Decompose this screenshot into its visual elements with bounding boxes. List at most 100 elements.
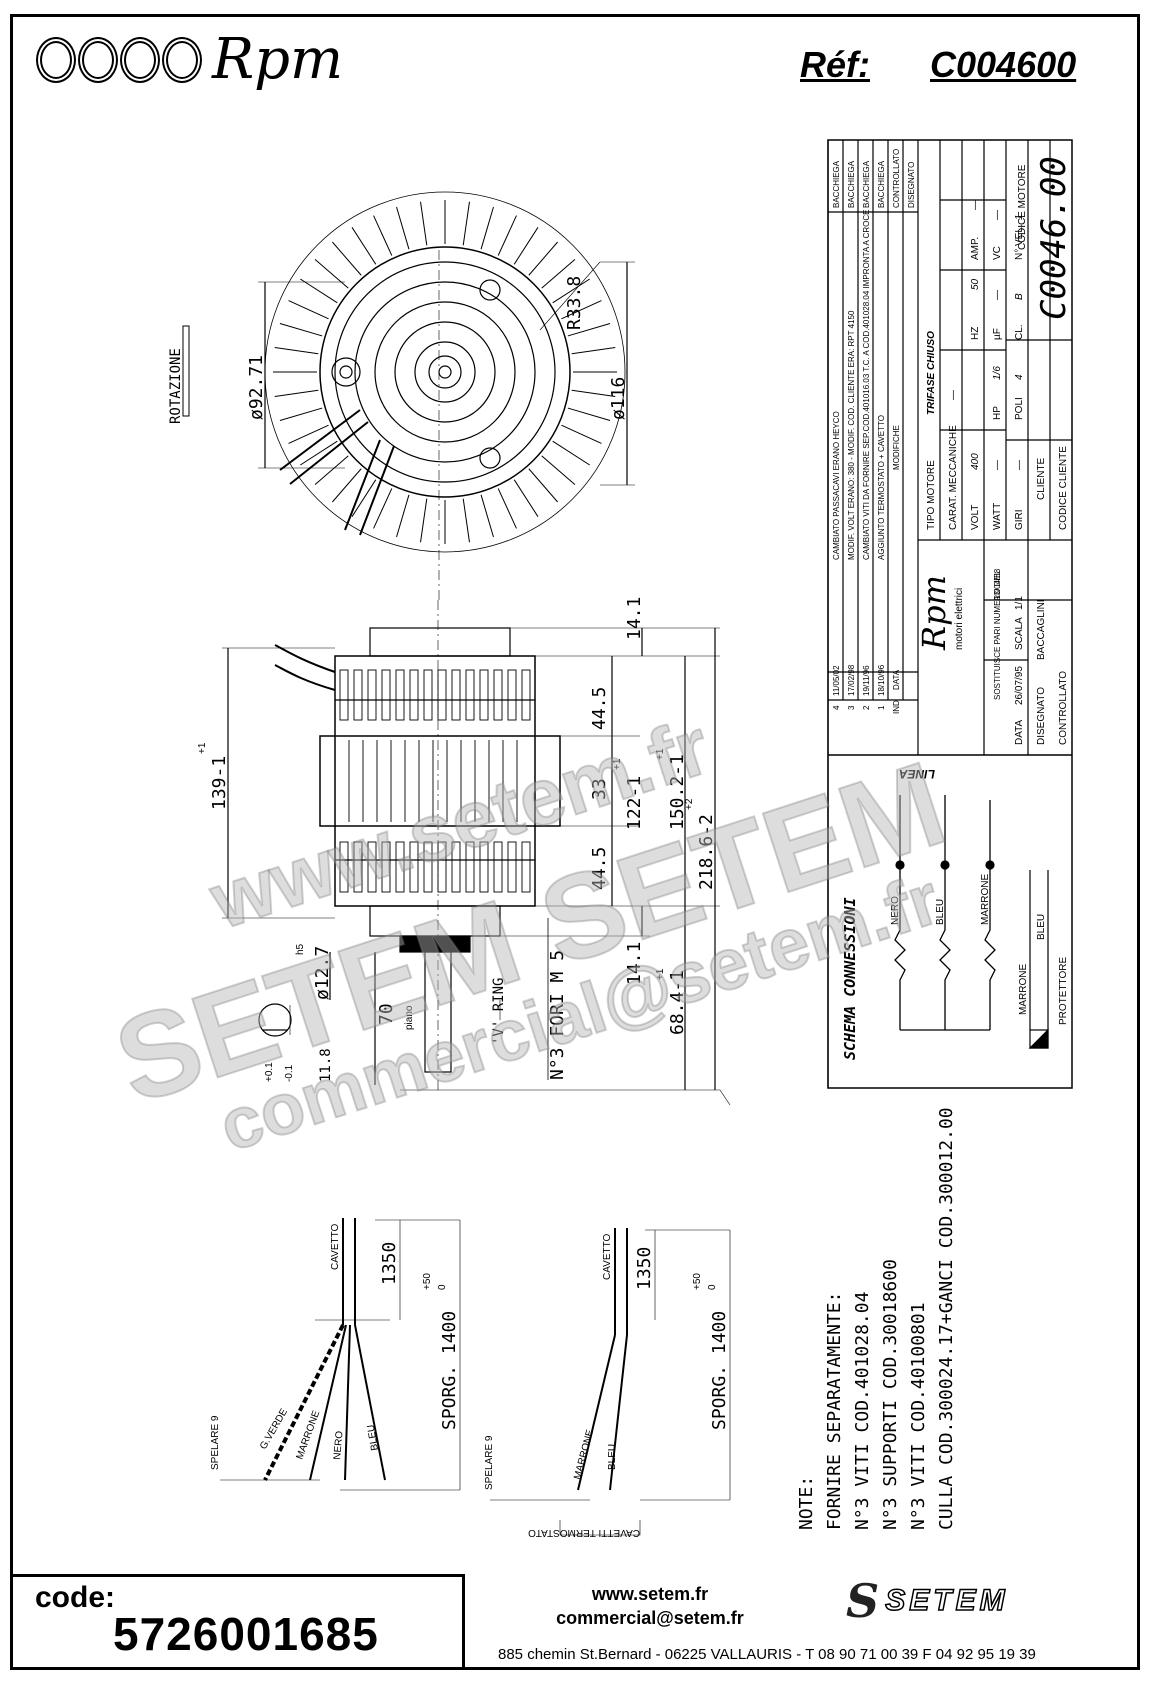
dim-218: 218.6-2 [696,814,717,890]
motor-side-view [274,600,561,1090]
dim-218-tol: +2 [684,798,695,810]
drawing-frame [10,14,1140,1670]
rev-head-disegnato: DISEGNATO [907,162,916,208]
spec-uf-value: — [992,290,1003,300]
spec-poli-value: 4 [1014,374,1025,380]
footer-website-link[interactable]: www.setem.fr [591,1584,709,1604]
cooling-fin [279,407,323,421]
side-fin [465,841,475,893]
cooling-fin [274,389,319,397]
spec-volt-label: VOLT [970,505,981,530]
side-fin [381,669,391,721]
side-fin [451,841,461,893]
dim-44-bot: 44.5 [589,847,610,890]
code-box: code: 5726001685 [13,1574,465,1667]
spec-hp-value: 1/6 [992,366,1003,380]
reference: Réf: C004600 [800,44,1076,86]
dia-outer-label: ø92.71 [246,355,267,420]
rev-4-n: 4 [832,705,841,710]
cooling-fin [351,479,377,517]
cooling-fin [552,440,590,466]
spec-poli-label: POLI [1014,397,1025,420]
spec-vc-value: — [992,210,1003,220]
schema-protettore: PROTETTORE [1058,957,1069,1025]
cooling-fin [552,278,590,304]
dim-122-tol: +1 [612,758,623,770]
cooling-fin [300,440,338,466]
wire-nero-left: NERO [332,1430,345,1460]
rev-3-date: 17/02/98 [847,664,856,696]
rev-1-n: 1 [877,705,886,710]
flat-length-label: 70 [376,1003,397,1025]
spec-uf-label: µF [992,328,1003,340]
spec-vel-label: N° VEL. [1014,224,1025,260]
scala-label: SCALA [1014,617,1025,650]
dim-14-top: 14.1 [624,597,645,640]
cooling-fin [497,488,517,529]
side-fin [507,841,517,893]
wire-bleu-left: BLEU [366,1424,381,1452]
cable-left-spelare: SPELARE 9 [210,1415,221,1470]
cooling-fin [567,323,611,337]
cooling-fin [274,347,319,355]
cooling-fin [561,424,602,444]
cable-right-spelare: SPELARE 9 [484,1435,495,1490]
rpm-logo: Rpm [36,32,343,88]
cooling-fin [314,455,349,486]
cooling-fin [300,278,338,304]
rev-2-text: CAMBIATO VITI DA FORNIRE SEP.COD.401016.… [862,209,871,560]
cooling-fin [288,424,329,444]
rev-2-by: BACCHIEGA [862,160,871,208]
cooling-fin [373,215,393,256]
notes-line-5: CULLA COD.300024.17+GANCI COD.300012.00 [936,1107,957,1530]
rev-3-n: 3 [847,705,856,710]
side-fin [423,669,433,721]
code-label: code: [35,1581,116,1614]
spec-watt-label: WATT [992,503,1003,530]
rotation-label: ROTAZIONE [168,348,184,424]
dim-33: 33 [589,778,610,800]
codice-motore-caption: CODICE MOTORE [1017,164,1028,250]
cable-left-diagram [220,1218,461,1491]
dim-14-bot: 14.1 [624,942,645,985]
spec-volt-value: 400 [970,453,981,470]
side-fin [353,669,363,721]
wire-bleu-right: BLEU [607,1444,618,1470]
spec-giri-value: — [1014,460,1025,470]
flat-tol-minus: -0.1 [284,1064,295,1082]
cable-right-sporg-tol: +50 [692,1273,703,1290]
side-fin [437,669,447,721]
cable-right-sporg-tol0: 0 [707,1284,718,1290]
rev-head-data: DATA [892,669,901,690]
notes-title: NOTE: [796,1476,817,1530]
shaft-tol-label: h5 [295,943,306,955]
dim-150-tol: +1 [655,748,666,760]
footer-email-link[interactable]: commercial@setem.fr [556,1608,744,1628]
cooling-fin [528,468,559,503]
sostituisce-label: SOSTITUISCE PARI NUMERO DEL [993,570,1002,700]
codice-motore-value: C0046.00 [1034,156,1074,320]
cooling-fin [331,241,362,276]
cable-left-sporg: SPORG. 1400 [439,1311,460,1430]
spec-giri-label: GIRI [1014,509,1025,530]
cooling-fin [396,206,410,250]
controllato-label: CONTROLLATO [1058,671,1069,745]
coil-logo-icon [36,37,202,83]
cooling-fin [462,201,470,246]
side-fin [353,841,363,893]
side-fin [339,669,349,721]
brand-small-caption: motori elettrici [954,588,965,650]
side-fin [395,669,405,721]
flat-dim-label: 11.8 [318,1048,334,1082]
sostituisce-date: 13/04/88 [993,568,1002,600]
side-fin [423,841,433,893]
spec-watt-value: — [992,460,1003,470]
rev-3-text: MODIF. VOLT ERANO: 380 - MODIF. COD. CLI… [847,310,856,560]
rev-4-by: BACCHIEGA [832,160,841,208]
cooling-fin [331,468,362,503]
rev-1-date: 18/10/96 [877,664,886,696]
connection-schema [827,755,1049,1088]
rev-2-date: 19/11/96 [862,665,871,696]
spec-hp-label: HP [992,406,1003,420]
scala-value: 1/1 [1014,596,1025,610]
